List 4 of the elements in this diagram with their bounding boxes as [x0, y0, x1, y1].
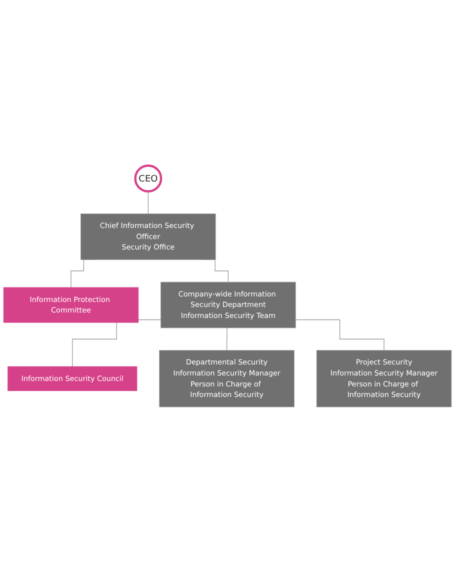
connector	[295, 319, 384, 350]
node-circle: CEO	[134, 164, 162, 192]
connector	[226, 327, 228, 350]
connector	[148, 190, 149, 214]
